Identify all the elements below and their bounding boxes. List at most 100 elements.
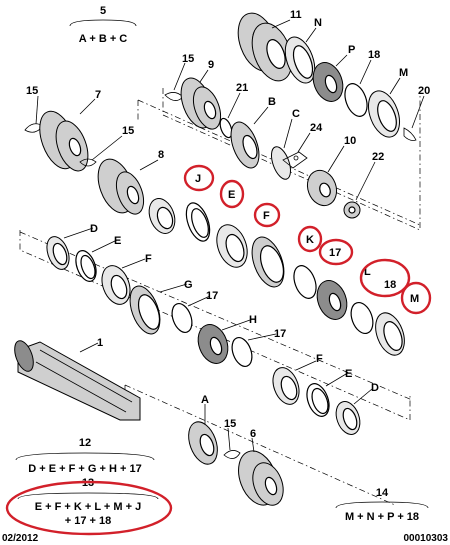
label-6: 6	[250, 428, 256, 440]
label-15-d: 15	[224, 418, 236, 430]
sleeve-K	[251, 236, 285, 288]
mainshaft-1	[14, 340, 141, 421]
ring-J	[148, 198, 176, 234]
formula-13-line2: + 17 + 18	[65, 515, 112, 527]
highlight-M	[400, 281, 432, 315]
plate-C	[270, 146, 292, 180]
highlight-L-18	[359, 258, 411, 298]
highlight-J	[183, 164, 215, 192]
label-F-left: F	[145, 253, 152, 265]
label-17-upper: 17	[329, 247, 341, 259]
highlight-17	[318, 238, 354, 266]
formula-14-number: 14	[376, 487, 389, 499]
formula-14-text: M + N + P + 18	[345, 511, 419, 523]
label-9: 9	[208, 59, 214, 71]
formula-12-text: D + E + F + G + H + 17	[28, 463, 141, 475]
circlip-18-mid	[350, 301, 374, 335]
label-8: 8	[158, 149, 164, 161]
clip-15-bottom	[223, 450, 241, 459]
highlight-formula-13	[5, 480, 173, 536]
bracket-24	[282, 151, 308, 169]
footer-reference: 00010303	[404, 533, 449, 544]
bearing-B	[230, 121, 260, 169]
ring-D-left	[46, 236, 70, 270]
label-E-upper: E	[228, 189, 235, 201]
gear-7	[39, 110, 89, 172]
label-C: C	[292, 108, 300, 120]
synchro-ring-M-top	[367, 90, 401, 138]
gear-10	[306, 169, 338, 207]
gear-11	[237, 12, 293, 82]
formula-5-number: 5	[100, 5, 106, 17]
label-17-lower-a: 17	[206, 290, 218, 302]
spring-17-lower-b	[231, 336, 253, 368]
bearing-A	[188, 421, 218, 465]
ring-F-upper	[216, 224, 248, 268]
label-7: 7	[95, 89, 101, 101]
sleeve-G	[129, 285, 161, 335]
label-E-lower: E	[345, 368, 352, 380]
highlight-F	[253, 202, 281, 228]
formula-13: 13 E + F + K + L + M + J + 17 + 18	[17, 477, 159, 527]
footer-date: 02/2012	[2, 533, 39, 544]
ring-E-left	[75, 250, 97, 282]
label-K: K	[306, 234, 314, 246]
label-N: N	[314, 17, 322, 29]
clip-15-mid	[79, 158, 97, 167]
formula-5: 5 A + B + C	[69, 5, 137, 45]
label-M-mid: M	[410, 293, 419, 305]
label-1: 1	[97, 337, 103, 349]
highlight-E	[219, 179, 245, 209]
ring-F-left	[101, 265, 131, 305]
highlight-K	[297, 225, 323, 253]
formula-5-text: A + B + C	[79, 33, 128, 45]
label-22: 22	[372, 151, 384, 163]
formula-12-number: 12	[79, 437, 91, 449]
gear-6	[238, 450, 284, 506]
label-21: 21	[236, 82, 248, 94]
label-A: A	[201, 394, 209, 406]
label-B: B	[268, 96, 276, 108]
nut-22	[343, 201, 361, 219]
washer-21	[219, 117, 233, 139]
part-labels: 11 N P 18 M 20 15 9 21 B C 24 10 22 15 7…	[26, 9, 430, 440]
formula-14: 14 M + N + P + 18	[335, 487, 429, 523]
label-H: H	[249, 314, 257, 326]
label-L: L	[364, 266, 371, 278]
hub-P	[312, 62, 344, 102]
label-20: 20	[418, 85, 430, 97]
label-18-top: 18	[368, 49, 380, 61]
label-J: J	[195, 173, 201, 185]
label-E-left: E	[114, 235, 121, 247]
label-D-lower: D	[371, 382, 379, 394]
label-15-c: 15	[122, 125, 134, 137]
clip-15-top	[164, 92, 184, 101]
hub-L	[316, 280, 348, 320]
footer: 02/2012 00010303	[2, 533, 448, 544]
ring-D-lower	[335, 401, 361, 435]
label-18-mid: 18	[384, 279, 396, 291]
gear-9	[180, 77, 222, 130]
label-11: 11	[290, 9, 302, 21]
label-F-upper: F	[263, 210, 270, 222]
circlip-18-top	[344, 83, 368, 117]
ring-F-lower	[272, 367, 300, 405]
hub-H	[197, 324, 229, 364]
ring-E-upper	[185, 202, 211, 242]
label-F-lower: F	[316, 353, 323, 365]
label-M-top: M	[399, 67, 408, 79]
label-10: 10	[344, 135, 356, 147]
highlights	[5, 164, 432, 536]
leader-lines	[35, 19, 425, 453]
spring-17-upper	[293, 265, 317, 299]
gear-8	[97, 158, 145, 215]
label-15-b: 15	[26, 85, 38, 97]
label-D-left: D	[90, 223, 98, 235]
label-G: G	[184, 279, 193, 291]
ring-E-lower	[306, 383, 330, 417]
clip-20	[403, 127, 417, 141]
label-24: 24	[310, 122, 323, 134]
label-17-lower-b: 17	[274, 328, 286, 340]
synchro-ring-N	[284, 36, 316, 84]
